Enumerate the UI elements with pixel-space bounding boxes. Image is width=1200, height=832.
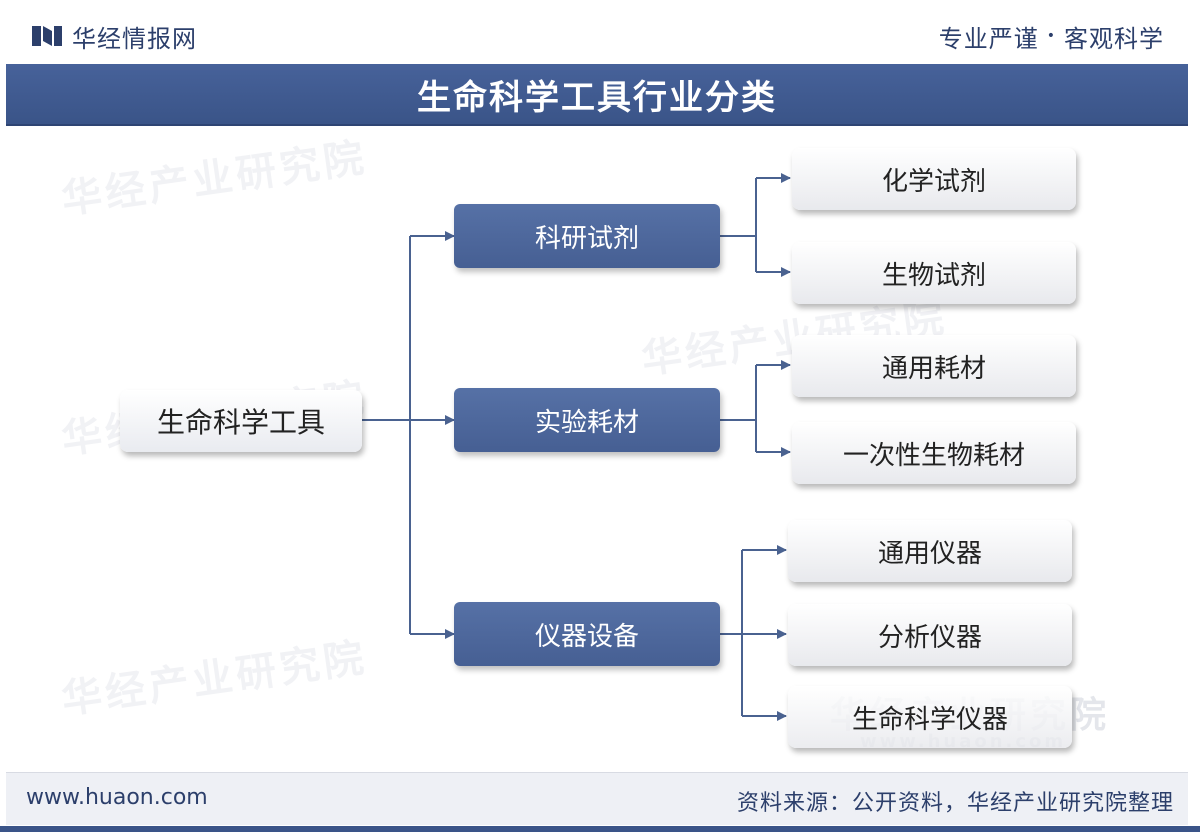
root-node: 生命科学工具 — [120, 390, 362, 452]
category-node-research-reagents: 科研试剂 — [454, 204, 720, 268]
slogan-left: 专业严谨 — [938, 24, 1039, 53]
leaf-node-general-consumables: 通用耗材 — [792, 335, 1076, 397]
page-title: 生命科学工具行业分类 — [417, 77, 777, 118]
slogan-right: 客观科学 — [1064, 24, 1164, 53]
footer-url[interactable]: www.huaon.com — [26, 785, 208, 810]
leaf-node-life-science-instruments: 生命科学仪器 — [788, 686, 1072, 748]
leaf-node-general-instruments: 通用仪器 — [788, 520, 1072, 582]
brand-logo-icon — [32, 26, 62, 46]
category-node-instruments: 仪器设备 — [454, 602, 720, 666]
leaf-node-single-use-bio-consumables: 一次性生物耗材 — [792, 422, 1076, 484]
footer-source: 资料来源：公开资料，华经产业研究院整理 — [736, 791, 1174, 816]
bottom-strip — [0, 826, 1200, 832]
title-band: 生命科学工具行业分类 — [6, 64, 1188, 126]
leaf-node-chemical-reagents: 化学试剂 — [792, 148, 1076, 210]
brand-name: 华经情报网 — [72, 24, 197, 53]
footer: www.huaon.com 资料来源：公开资料，华经产业研究院整理 — [6, 772, 1188, 825]
category-node-lab-consumables: 实验耗材 — [454, 388, 720, 452]
slogan-separator: • — [1046, 28, 1056, 44]
slogan: 专业严谨 • 客观科学 — [938, 20, 1164, 53]
brand[interactable]: 华经情报网 — [32, 20, 197, 53]
leaf-node-analytical-instruments: 分析仪器 — [788, 604, 1072, 666]
leaf-node-biological-reagents: 生物试剂 — [792, 242, 1076, 304]
top-bar: 华经情报网 专业严谨 • 客观科学 — [0, 0, 1200, 62]
